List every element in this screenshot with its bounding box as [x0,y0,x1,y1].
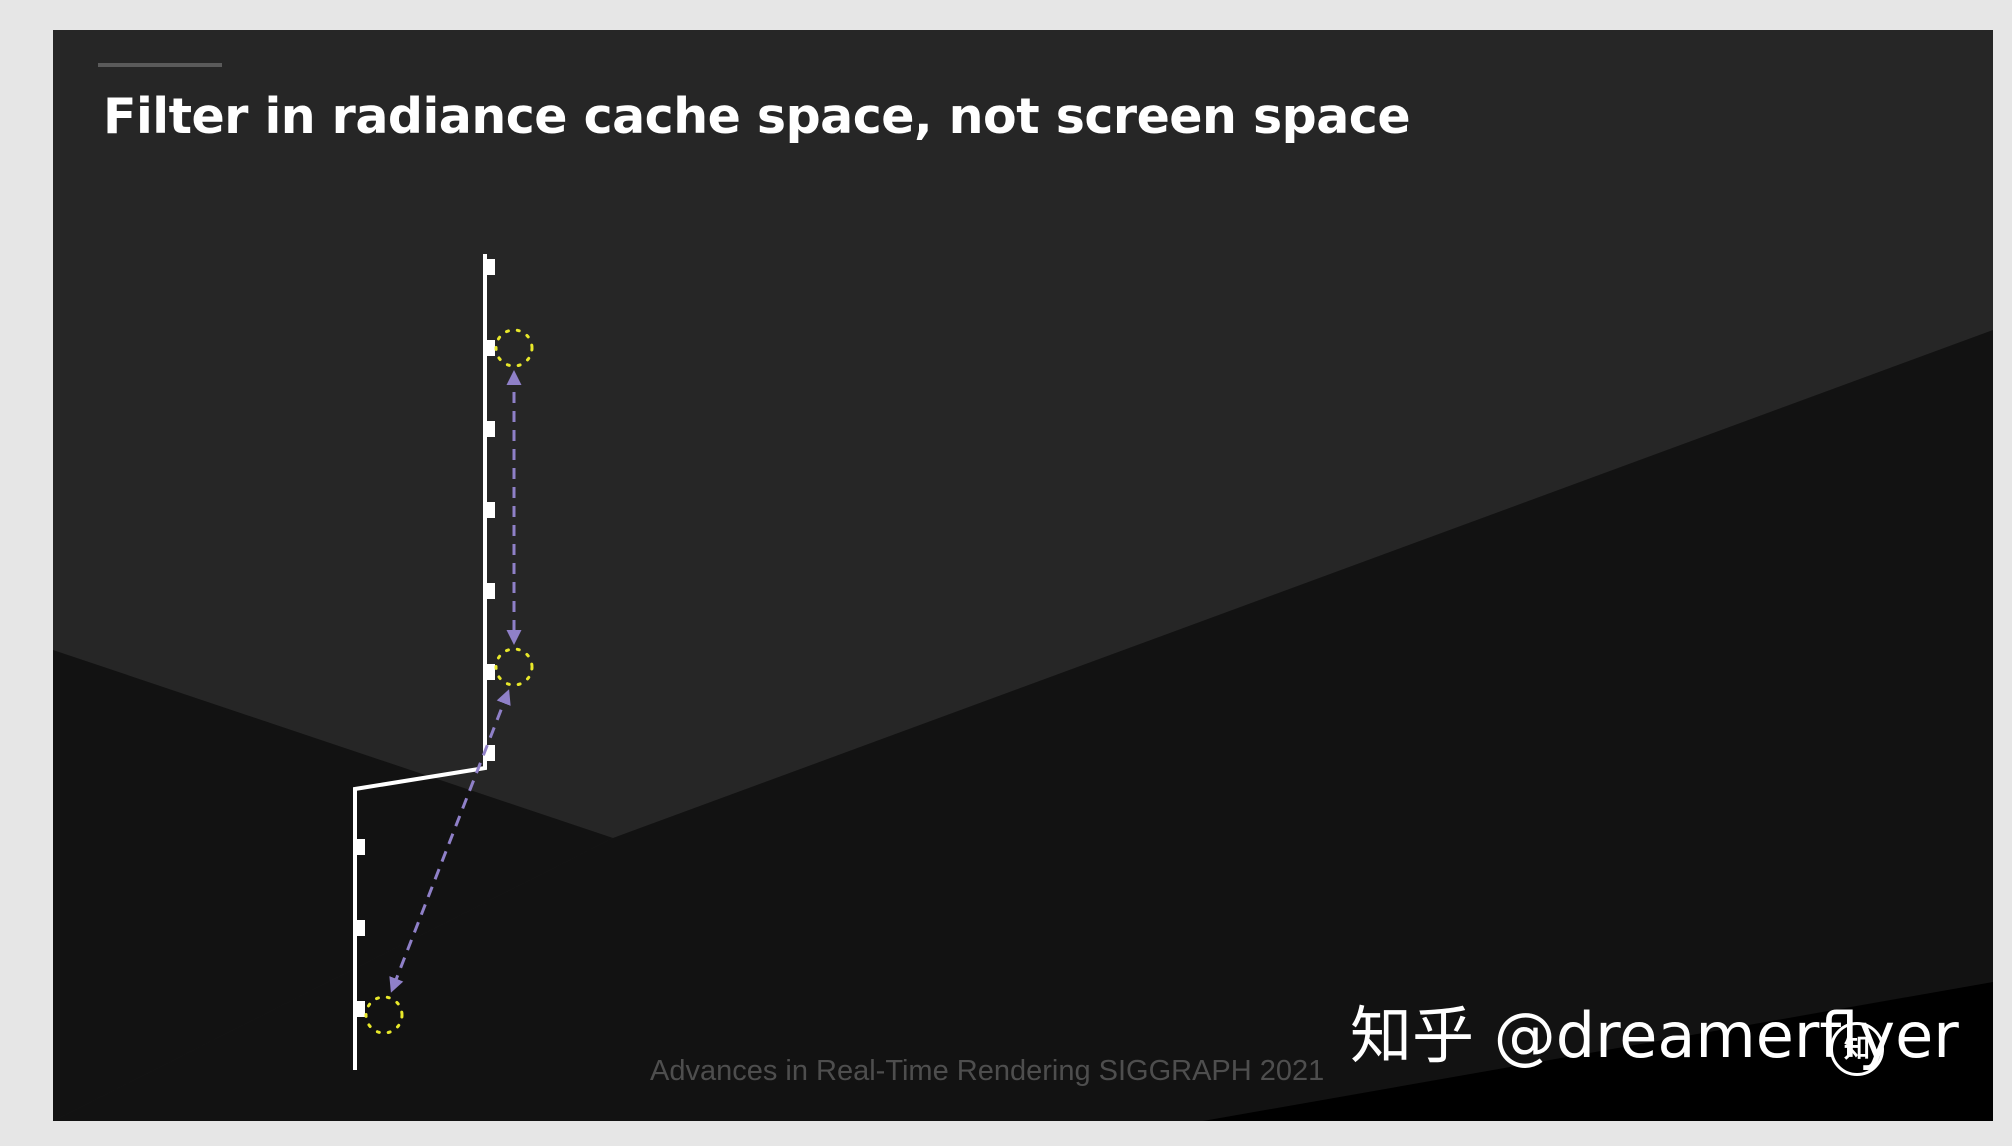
radiance-cache-diagram [353,254,534,1070]
sample-marker [487,745,495,761]
sample-marker [487,421,495,437]
dashed-arrow-icon [389,689,511,993]
lower-wall-samples [357,839,365,1017]
filter-arrows [389,370,522,993]
title-accent-bar [98,63,222,67]
slide-background-shapes [53,330,1993,1121]
sample-marker [487,340,495,356]
probe-circle-icon [364,995,404,1035]
scene-geometry-line [353,254,487,1070]
slide-title: Filter in radiance cache space, not scre… [103,88,1411,145]
sample-marker [357,920,365,936]
left-dark-wedge [53,650,613,1121]
conference-footer: Advances in Real-Time Rendering SIGGRAPH… [650,1055,1325,1087]
bottom-black-wedge [1203,982,1993,1121]
zhihu-logo-icon: 知 [1830,1022,1884,1076]
sample-marker [357,839,365,855]
upper-wall-samples [487,259,495,761]
radiance-probes [364,328,534,1035]
presentation-slide: Filter in radiance cache space, not scre… [53,30,1993,1121]
probe-circle-icon [494,328,534,368]
sample-marker [487,583,495,599]
sample-marker [487,502,495,518]
right-dark-wedge [53,330,1993,1121]
sample-marker [357,1001,365,1017]
probe-circle-icon [494,647,534,687]
sample-marker [487,259,495,275]
sample-marker [487,664,495,680]
